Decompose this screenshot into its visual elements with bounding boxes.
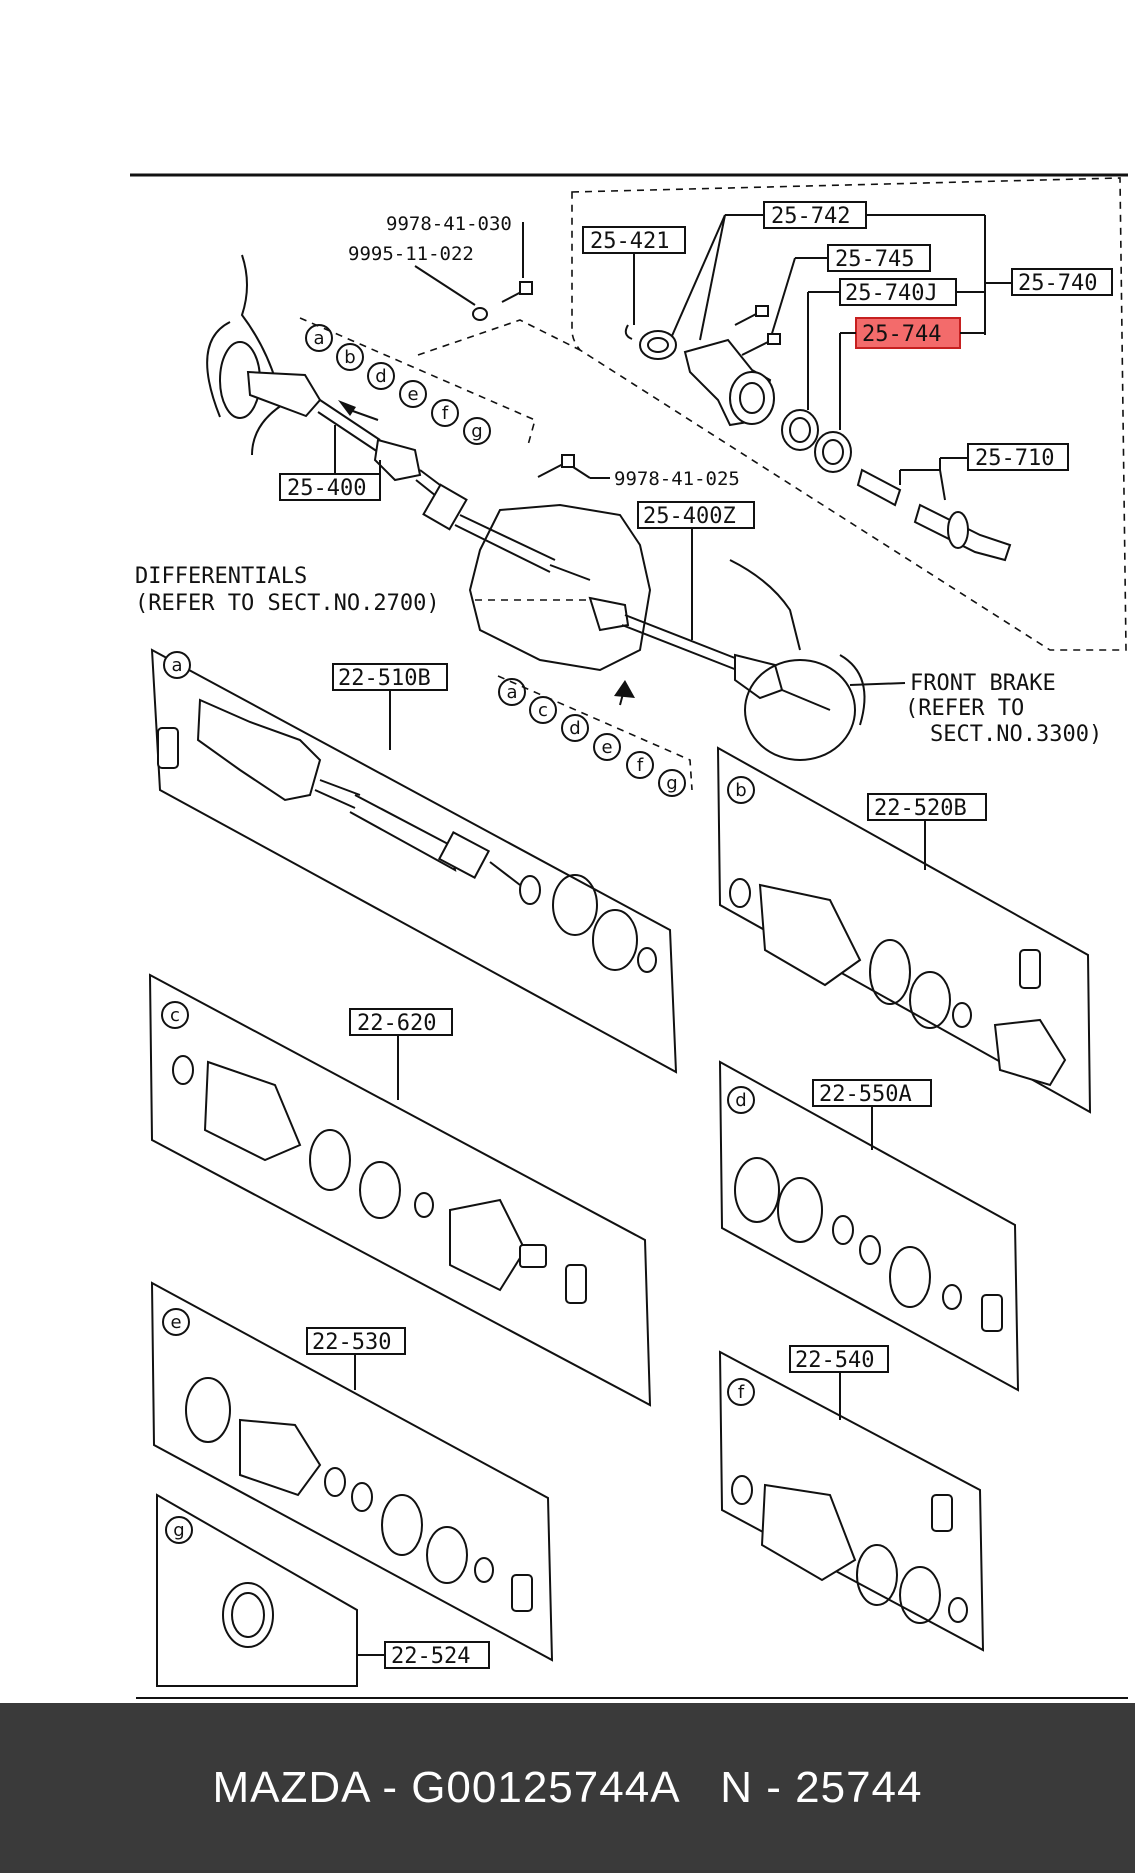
svg-text:a: a — [506, 682, 517, 703]
panel-f: f 22-540 — [718, 1345, 985, 1652]
svg-text:c: c — [538, 700, 548, 721]
callout-25-400[interactable]: 25-400 — [279, 473, 381, 501]
bearing-25-742-part — [639, 330, 677, 360]
letter-row-lower: a c d e f g — [497, 675, 693, 797]
callout-22-524-box[interactable] — [384, 1641, 490, 1669]
front-brake-note-line1: FRONT BRAKE — [910, 671, 1056, 696]
front-brake-note-line3: SECT.NO.3300) — [930, 722, 1102, 747]
differentials-note-line1: DIFFERENTIALS — [135, 564, 307, 589]
svg-text:b: b — [735, 780, 746, 801]
svg-text:b: b — [344, 347, 355, 368]
callout-25-740J[interactable]: 25-740J — [839, 278, 957, 306]
svg-text:d: d — [375, 366, 386, 387]
seal-25-421-part — [624, 324, 633, 340]
svg-text:e: e — [170, 1312, 181, 1333]
part-number-footer: MAZDA - G00125744A N - 25744 — [0, 1703, 1135, 1873]
callout-25-400Z-text: 25-400Z — [643, 504, 736, 529]
panel-a: a 22-510B — [150, 648, 678, 1074]
callout-22-620-box[interactable] — [349, 1008, 453, 1036]
svg-text:d: d — [735, 1090, 746, 1111]
svg-text:a: a — [313, 328, 324, 349]
front-brake-note-line2: (REFER TO — [905, 696, 1024, 721]
callout-22-524-text: 22-524 — [391, 1644, 470, 1669]
callout-25-421-text: 25-421 — [590, 229, 669, 254]
callout-25-740J-text: 25-740J — [845, 281, 938, 306]
footer-sep1: - — [382, 1763, 398, 1812]
arrow-upper — [338, 400, 379, 421]
differentials-note-line2: (REFER TO SECT.NO.2700) — [135, 591, 440, 616]
left-driveshaft-part — [246, 370, 591, 581]
panel-c: c 22-620 — [148, 973, 652, 1407]
svg-text:e: e — [601, 737, 612, 758]
svg-text:g: g — [173, 1520, 184, 1541]
exploded-parts-diagram: 25-742 25-421 25-745 25-740J 25-740 25-7… — [130, 173, 1128, 1699]
letter-row-upper: a b d e f g — [299, 317, 536, 446]
differential-case — [468, 503, 652, 672]
footer-sep2: - — [766, 1763, 782, 1812]
callout-22-530-text: 22-530 — [312, 1330, 391, 1355]
svg-text:g: g — [471, 421, 482, 442]
svg-text:a: a — [171, 655, 182, 676]
callout-22-510B-box[interactable] — [332, 663, 448, 691]
bolt-part — [734, 305, 781, 356]
footer-ref: 25744 — [795, 1763, 923, 1812]
callout-25-400-text: 25-400 — [287, 476, 366, 501]
svg-text:g: g — [666, 773, 677, 794]
panel-e: e 22-530 — [150, 1281, 554, 1662]
seal-25-744-part — [814, 431, 852, 473]
transmission-outline — [206, 254, 284, 456]
knuckle-part — [683, 338, 775, 427]
callout-22-620-text: 22-620 — [357, 1011, 436, 1036]
seal-25-740J-part — [781, 409, 819, 451]
callout-25-740-text: 25-740 — [1018, 271, 1097, 296]
svg-text:f: f — [738, 1382, 745, 1403]
panel-g: g 22-524 — [156, 1493, 490, 1687]
panel-d: d 22-550A — [718, 1060, 1020, 1392]
arrow-lower — [614, 680, 635, 706]
washer-9995-11-022-part — [472, 307, 488, 321]
callout-22-510B-text: 22-510B — [338, 666, 431, 691]
callout-25-742-text: 25-742 — [771, 204, 850, 229]
svg-text:f: f — [637, 755, 644, 776]
callout-9995-11-022-text[interactable]: 9995-11-022 — [348, 243, 474, 265]
panel-b: b 22-520B — [716, 746, 1092, 1114]
callout-25-710-text: 25-710 — [975, 446, 1054, 471]
callout-25-744-text: 25-744 — [862, 322, 941, 347]
callout-22-520B-box[interactable] — [867, 793, 987, 821]
right-driveshaft-part — [621, 614, 831, 711]
svg-text:e: e — [407, 384, 418, 405]
footer-n-label: N — [720, 1763, 754, 1812]
callout-25-710[interactable]: 25-710 — [967, 443, 1069, 471]
callout-22-540-box[interactable] — [789, 1345, 889, 1373]
svg-text:c: c — [170, 1005, 180, 1026]
footer-part-number: G00125744A — [411, 1763, 681, 1812]
callout-25-421[interactable]: 25-421 — [582, 226, 686, 254]
callout-25-745-text: 25-745 — [835, 247, 914, 272]
bolt-9978-41-030-part — [501, 281, 533, 303]
callout-25-740[interactable]: 25-740 — [1011, 268, 1113, 296]
callout-25-400Z[interactable]: 25-400Z — [637, 501, 755, 529]
callout-22-520B-text: 22-520B — [874, 796, 967, 821]
callout-22-540-text: 22-540 — [795, 1348, 874, 1373]
callout-9978-41-030-text[interactable]: 9978-41-030 — [386, 213, 512, 235]
wheel-hub-25-710-part — [856, 468, 1012, 562]
callout-22-550A-text: 22-550A — [819, 1082, 912, 1107]
brake-rotor-outline — [729, 559, 866, 761]
footer-text: MAZDA - G00125744A N - 25744 — [213, 1763, 923, 1813]
bolt-9978-41-025-part — [537, 454, 575, 478]
footer-brand: MAZDA — [212, 1763, 370, 1812]
callout-25-745[interactable]: 25-745 — [827, 244, 931, 272]
svg-text:d: d — [569, 718, 580, 739]
callout-9978-41-025-text[interactable]: 9978-41-025 — [614, 468, 740, 490]
callout-25-742[interactable]: 25-742 — [763, 201, 867, 229]
svg-text:f: f — [442, 403, 449, 424]
callout-25-744-highlighted[interactable]: 25-744 — [855, 317, 961, 349]
assembly-dashed-region — [571, 177, 1127, 651]
